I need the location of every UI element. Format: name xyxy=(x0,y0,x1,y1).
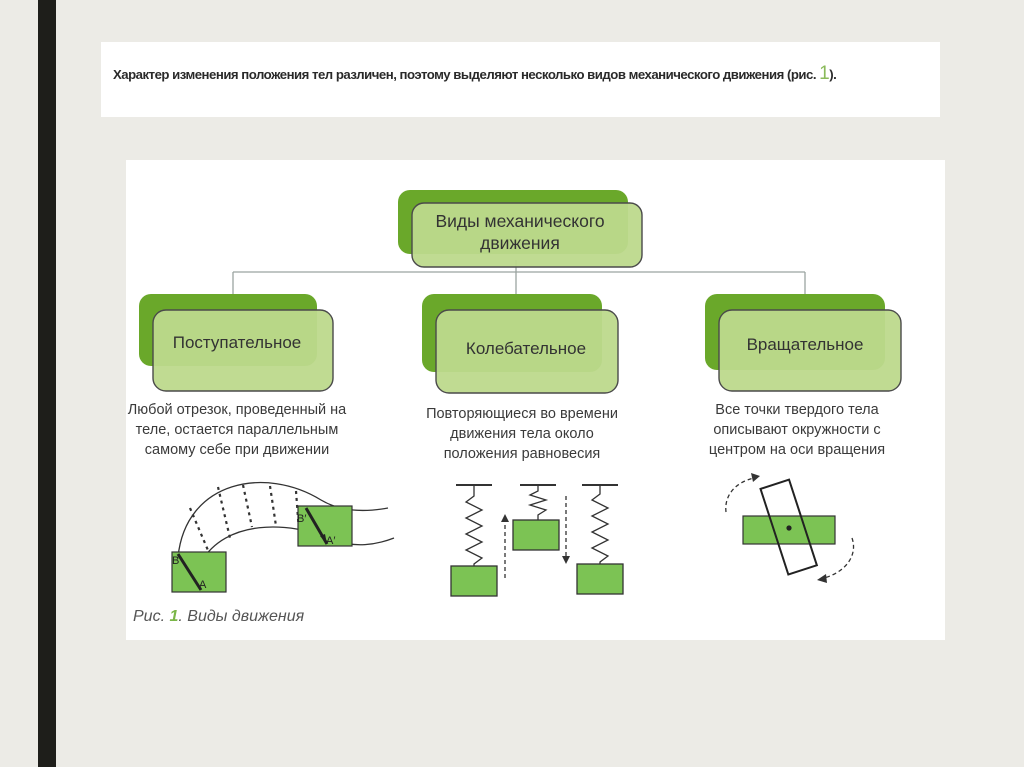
description-translational: Любой отрезок, проведенный на теле, оста… xyxy=(127,402,347,458)
type-label-rotational: Вращательное xyxy=(747,335,864,354)
type-node-box xyxy=(152,309,334,392)
mass-middle xyxy=(512,519,560,551)
point-a: A xyxy=(199,579,207,591)
dotted-lines xyxy=(188,484,301,556)
arrow-up-head xyxy=(501,514,509,522)
type-node-box xyxy=(718,309,902,392)
root-node: Виды механического движения xyxy=(398,190,643,268)
arc-bottom xyxy=(823,537,855,579)
oscillatory-illustration xyxy=(450,484,624,597)
figure-panel: Виды механического движения Поступательн… xyxy=(126,160,945,640)
caption-suffix: ). xyxy=(829,67,837,82)
type-node-box xyxy=(435,309,619,394)
translational-illustration: B A B′ A′ xyxy=(171,481,395,593)
tree-connectors xyxy=(232,260,806,294)
point-b: B xyxy=(172,555,179,567)
motion-types-diagram: Виды механического движения Поступательн… xyxy=(139,190,902,597)
root-label-line1: Виды механического xyxy=(435,211,604,231)
figure-caption: Рис. 1. Виды движения xyxy=(133,608,305,625)
caption-main: Характер изменения положения тел различе… xyxy=(113,67,820,82)
point-b-prime: B′ xyxy=(297,513,306,525)
root-node-box xyxy=(411,202,643,268)
arc-bottom-head xyxy=(817,574,827,583)
point-a-prime: A′ xyxy=(326,535,335,547)
caption-number: 1 xyxy=(819,63,830,84)
description-oscillatory: Повторяющиеся во времени движения тела о… xyxy=(426,406,618,462)
block-end xyxy=(297,505,353,547)
type-label-oscillatory: Колебательное xyxy=(466,339,586,358)
spring-middle xyxy=(527,485,549,520)
type-node-rotational: Вращательное xyxy=(705,294,902,392)
mass-left xyxy=(450,565,498,597)
spring-left xyxy=(464,485,484,568)
caption-text: Характер изменения положения тел различе… xyxy=(113,63,933,85)
rotating-body-tilted xyxy=(759,478,819,576)
mass-right xyxy=(576,563,624,595)
type-label-translational: Поступательное xyxy=(173,333,302,352)
root-label-line2: движения xyxy=(480,233,560,253)
caption-panel: Характер изменения положения тел различе… xyxy=(101,42,940,117)
segment-ab xyxy=(176,553,203,591)
side-bar xyxy=(38,0,56,767)
arrow-down-head xyxy=(562,556,570,564)
rotational-illustration xyxy=(725,473,855,583)
description-rotational: Все точки твердого тела описывают окружн… xyxy=(708,402,886,458)
type-node-oscillatory: Колебательное xyxy=(422,294,619,394)
path-outer xyxy=(177,481,389,558)
arrow-head xyxy=(320,534,327,544)
rotation-axis xyxy=(786,525,792,531)
arc-top xyxy=(725,477,755,513)
type-node-translational: Поступательное xyxy=(139,294,334,392)
spring-right xyxy=(590,485,610,566)
arc-top-head xyxy=(751,473,760,482)
